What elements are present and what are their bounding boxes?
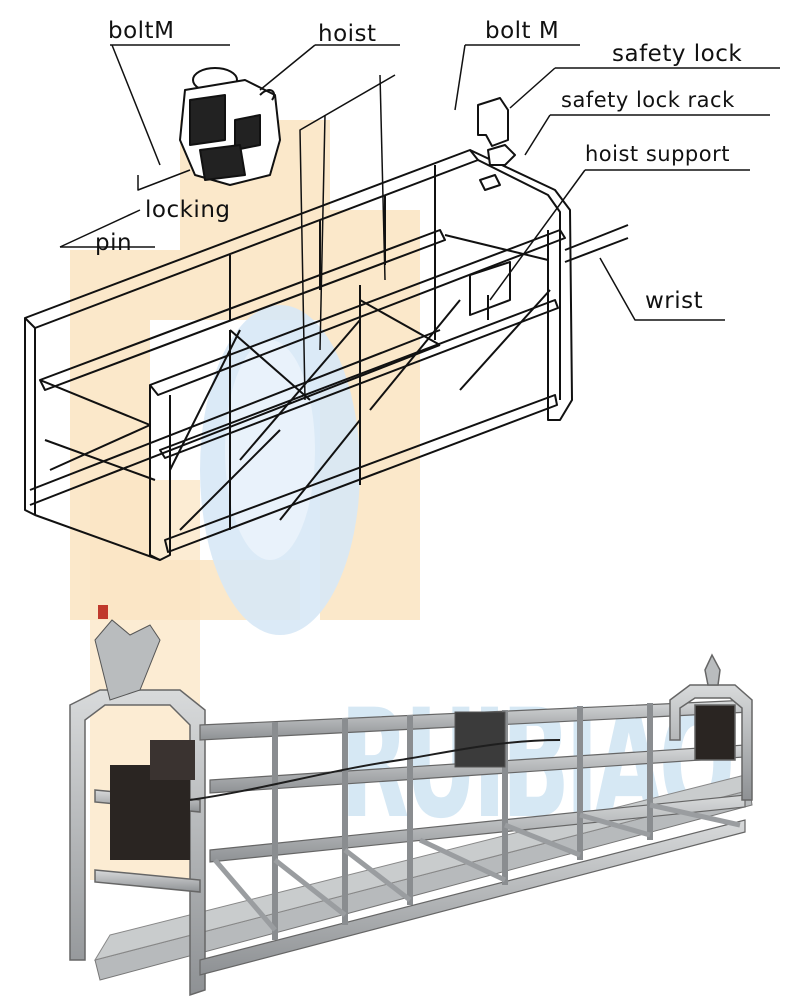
right-end-frame <box>434 149 573 421</box>
platform-line-drawing <box>24 44 780 561</box>
left-end-frame <box>24 318 171 561</box>
label-hoist: hoist <box>318 21 377 47</box>
safety-lock <box>477 97 516 191</box>
hoist-motor-photo <box>94 605 195 860</box>
label-locking: locking <box>145 197 231 223</box>
label-safety-lock-rack: safety lock rack <box>561 88 735 112</box>
power-cable <box>189 739 561 801</box>
bracing <box>49 195 551 531</box>
label-wrist: wrist <box>645 288 704 314</box>
leader-lines <box>59 44 780 401</box>
uprights-photo <box>272 703 653 940</box>
label-bolt-m-left: boltM <box>108 18 175 44</box>
platform-photo <box>69 605 753 997</box>
center-control-box <box>454 711 506 768</box>
braces-photo <box>213 802 741 932</box>
wrist-bars <box>564 224 629 263</box>
hoist-support <box>469 261 511 320</box>
hoist-drawing <box>179 67 281 186</box>
label-hoist-support: hoist support <box>585 142 730 166</box>
label-pin: pin <box>95 230 133 256</box>
label-safety-lock: safety lock <box>612 41 743 67</box>
front-rail <box>149 229 566 553</box>
right-end-frame-photo <box>669 653 753 801</box>
label-bolt-m-right: bolt M <box>485 18 560 44</box>
